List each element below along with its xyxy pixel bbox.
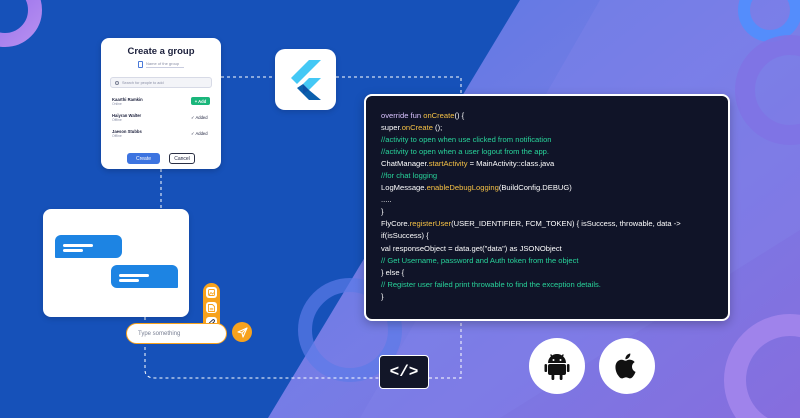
code-token: override fun — [381, 111, 424, 120]
code-lines: override fun onCreate() {super.onCreate … — [381, 110, 728, 303]
code-line: LogMessage.enableDebugLogging(BuildConfi… — [381, 182, 728, 194]
code-line: // Register user failed print throwable … — [381, 279, 728, 291]
code-token: } else { — [381, 267, 405, 277]
code-line: if(isSuccess) { — [381, 230, 728, 242]
incoming-message-bubble — [55, 235, 122, 258]
code-token: () { — [454, 111, 465, 120]
code-token: (BuildConfig.DEBUG) — [498, 183, 572, 193]
send-button[interactable] — [232, 322, 252, 342]
search-icon — [115, 80, 119, 85]
people-search-input[interactable]: Search for people to add — [110, 77, 212, 88]
user-row: Jaeson Stubbs Offline ✓ Added — [110, 125, 212, 141]
image-icon[interactable] — [206, 287, 217, 298]
user-name: Haiyran Walter — [112, 112, 142, 118]
flutter-tile — [275, 49, 336, 110]
user-row: Haiyran Walter Offline ✓ Added — [110, 109, 212, 125]
code-line: ChatManager.startActivity = MainActivity… — [381, 158, 728, 170]
added-label: ✓ Added — [191, 114, 208, 120]
file-icon — [138, 61, 143, 68]
code-line: } else { — [381, 267, 728, 279]
code-line: super.onCreate (); — [381, 122, 728, 134]
code-token: onCreate — [423, 111, 455, 120]
code-panel: override fun onCreate() {super.onCreate … — [364, 94, 730, 321]
code-token: // Get Username, password and Auth token… — [381, 255, 579, 265]
code-line: val responseObject = data.get("data") as… — [381, 243, 728, 255]
connector-line — [144, 76, 462, 379]
top-left-ring — [0, 0, 42, 47]
search-placeholder: Search for people to add — [122, 80, 164, 85]
chat-card — [43, 209, 189, 317]
code-token: startActivity — [428, 159, 468, 169]
code-token: //activity to open when use clicked from… — [381, 135, 552, 145]
code-token: //activity to open when a user logout fr… — [381, 147, 550, 157]
code-token: .onCreate — [399, 123, 433, 133]
user-row: Kaarthi Ramkin Online + Add — [110, 93, 212, 109]
code-token: (); — [432, 123, 443, 133]
user-list: Kaarthi Ramkin Online + Add Haiyran Walt… — [110, 93, 212, 141]
code-token: registerUser — [409, 219, 452, 229]
flutter-logo-icon — [290, 59, 321, 100]
code-line: // Get Username, password and Auth token… — [381, 255, 728, 267]
create-group-card: Create a group Name of the group Search … — [101, 38, 221, 169]
send-icon — [236, 326, 248, 338]
apple-icon — [615, 353, 636, 379]
code-line: ..... — [381, 194, 728, 206]
code-line: } — [381, 206, 728, 218]
code-token: = MainActivity::class.java — [467, 159, 555, 169]
code-token: //for chat logging — [381, 171, 438, 181]
code-token: // Register user failed print throwable … — [381, 279, 601, 289]
create-button[interactable]: Create — [127, 153, 160, 164]
top-right-ring — [738, 0, 800, 42]
code-line: //activity to open when use clicked from… — [381, 134, 728, 146]
code-token: ..... — [381, 195, 392, 205]
user-status: Online — [112, 101, 122, 106]
code-token: (USER_IDENTIFIER, FCM_TOKEN) { isSuccess… — [451, 219, 681, 229]
code-tag-icon: </> — [379, 355, 429, 389]
code-line: //activity to open when a user logout fr… — [381, 146, 728, 158]
user-status: Offline — [112, 117, 122, 122]
code-token: } — [381, 291, 384, 301]
document-icon[interactable] — [206, 302, 217, 313]
group-name-input[interactable]: Name of the group — [146, 61, 184, 68]
user-name: Kaarthi Ramkin — [112, 96, 143, 102]
user-status: Offline — [112, 133, 122, 138]
group-name-row[interactable]: Name of the group — [110, 60, 212, 69]
android-icon — [544, 354, 570, 380]
apple-badge — [599, 338, 655, 394]
code-token: enableDebugLogging — [426, 183, 499, 193]
outgoing-message-bubble — [111, 265, 178, 288]
code-line: override fun onCreate() { — [381, 110, 728, 122]
cancel-button[interactable]: Cancel — [169, 153, 195, 164]
android-badge — [529, 338, 585, 394]
lower-left-ring — [298, 278, 402, 382]
code-token: LogMessage. — [381, 183, 427, 193]
added-label: ✓ Added — [191, 130, 208, 136]
code-token: if(isSuccess) { — [381, 231, 429, 241]
code-token: val responseObject = data.get("data") as… — [381, 243, 562, 253]
code-line: FlyCore.registerUser(USER_IDENTIFIER, FC… — [381, 218, 728, 230]
right-ring — [735, 35, 800, 145]
add-user-button[interactable]: + Add — [191, 97, 210, 105]
code-token: ChatManager. — [381, 159, 429, 169]
group-card-title: Create a group — [127, 46, 195, 57]
code-token: FlyCore. — [381, 219, 410, 229]
code-token: super — [381, 123, 400, 133]
bottom-right-ring — [724, 314, 800, 418]
card-actions: Create Cancel — [110, 153, 212, 164]
message-input[interactable]: Type something — [126, 323, 227, 344]
code-line: //for chat logging — [381, 170, 728, 182]
user-name: Jaeson Stubbs — [112, 128, 142, 134]
code-line: } — [381, 291, 728, 303]
code-token: } — [381, 207, 384, 217]
